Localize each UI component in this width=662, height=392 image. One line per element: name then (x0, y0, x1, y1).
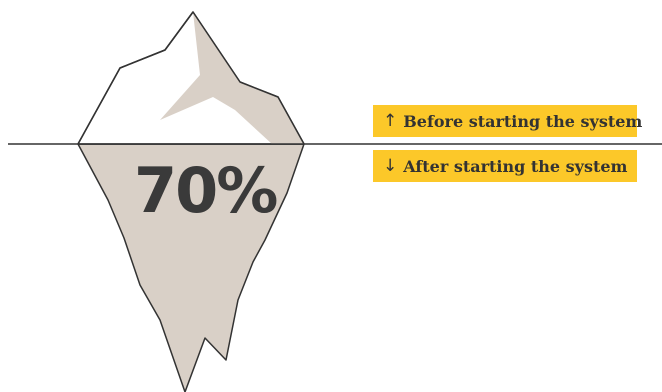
legend-before-label: Before starting the system (403, 112, 642, 131)
legend-before-starting: ↑ Before starting the system (373, 105, 637, 137)
legend-after-starting: ↓ After starting the system (373, 150, 637, 182)
arrow-up-icon: ↑ (383, 111, 397, 131)
arrow-down-icon: ↓ (383, 156, 397, 176)
percentage-label: 70% (134, 160, 274, 222)
legend-after-label: After starting the system (403, 157, 627, 176)
